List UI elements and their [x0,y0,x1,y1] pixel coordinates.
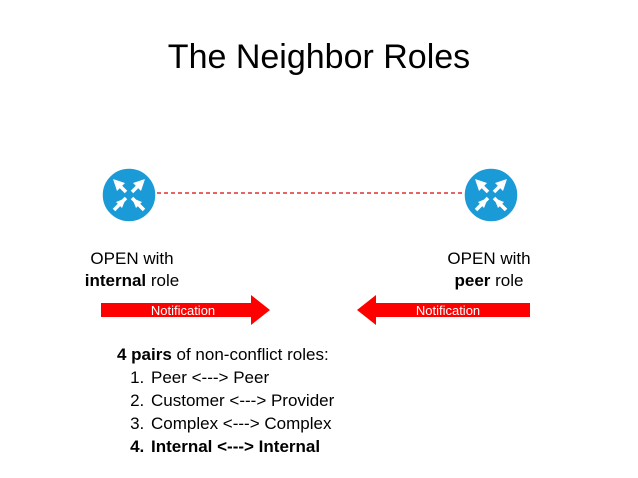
right-label-line2: peer role [433,270,545,292]
right-role-name: peer [454,271,491,290]
pairs-count: 4 pairs [117,345,172,364]
router-icon [463,167,519,223]
right-label-line1: OPEN with [447,249,531,268]
left-label-line1: OPEN with [90,249,174,268]
notification-label-right: Notification [415,303,481,318]
list-item: Internal <---> Internal [149,435,334,458]
non-conflict-pairs: 4 pairs of non-conflict roles: Peer <---… [117,343,334,458]
notification-arrow-left [357,295,530,325]
left-label-line2: internal role [76,270,188,292]
list-item: Peer <---> Peer [149,366,334,389]
notification-arrow-right [101,295,270,325]
pairs-list: Peer <---> Peer Customer <---> Provider … [117,366,334,458]
notification-label-left: Notification [150,303,216,318]
pairs-heading-rest: of non-conflict roles: [171,345,329,364]
router-icon [101,167,157,223]
page-title: The Neighbor Roles [167,38,471,76]
list-item: Complex <---> Complex [149,412,334,435]
pairs-heading: 4 pairs of non-conflict roles: [117,343,334,366]
left-role-name: internal [84,271,147,290]
left-role-suffix: role [146,271,180,290]
right-router-label: OPEN with peer role [433,248,545,292]
dashed-link [157,192,463,194]
list-item: Customer <---> Provider [149,389,334,412]
right-role-suffix: role [490,271,524,290]
left-router-label: OPEN with internal role [76,248,188,292]
